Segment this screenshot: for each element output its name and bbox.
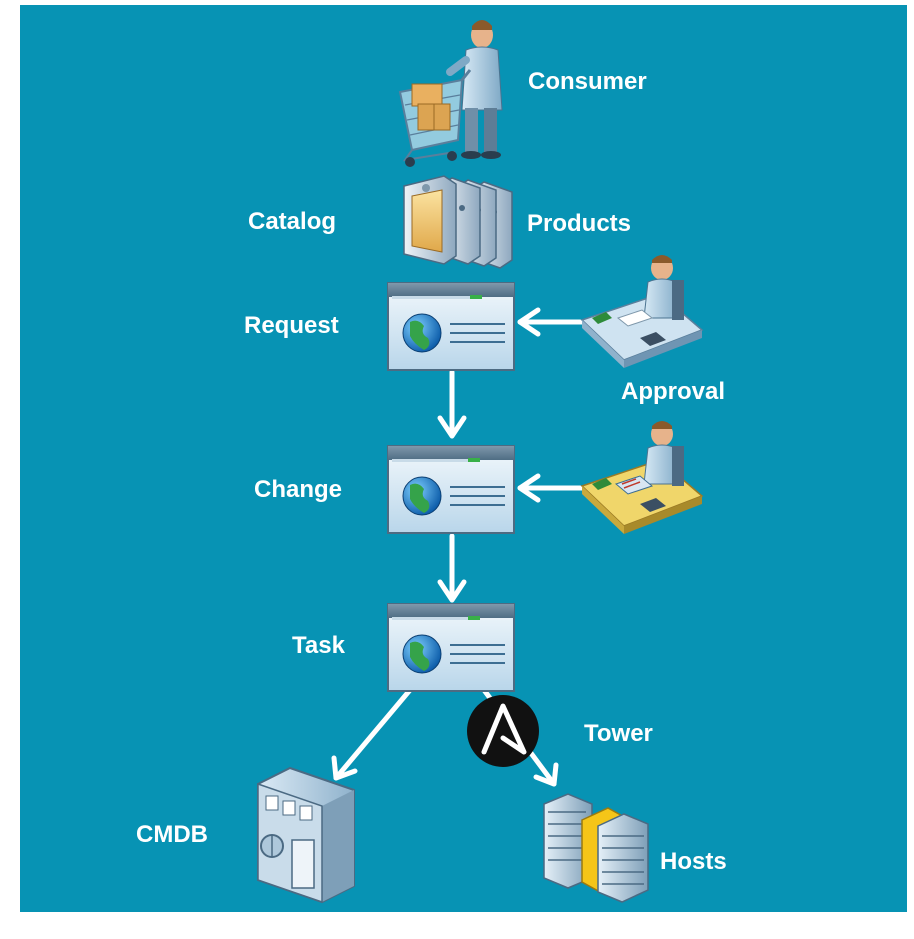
web-form-icon-change (387, 445, 515, 534)
arrow-approval-to-change (517, 473, 588, 503)
label-products: Products (527, 210, 632, 237)
arrow-change-to-task (437, 533, 467, 603)
web-form-icon-request (387, 282, 515, 371)
arrow-task-to-cmdb (331, 687, 413, 781)
approver-at-desk-icon-request (580, 255, 704, 368)
label-hosts: Hosts (660, 848, 727, 875)
label-tower: Tower (584, 720, 653, 747)
arrow-request-to-change (437, 369, 467, 439)
arrow-approval-to-request (517, 307, 588, 337)
label-catalog: Catalog (248, 208, 337, 235)
label-change: Change (254, 476, 343, 503)
web-form-icon-task (387, 603, 515, 692)
label-cmdb: CMDB (136, 821, 208, 848)
label-request: Request (244, 312, 339, 339)
shopper-with-cart-icon (398, 20, 503, 167)
server-rack-icon (543, 793, 649, 903)
approver-at-desk-icon-change (580, 421, 704, 534)
binders-icon (403, 175, 513, 269)
label-task: Task (292, 632, 345, 659)
label-approval: Approval (621, 378, 726, 405)
ansible-logo-icon (467, 695, 539, 767)
arrows (331, 307, 588, 787)
building-icon (257, 766, 355, 904)
label-consumer: Consumer (528, 68, 647, 95)
